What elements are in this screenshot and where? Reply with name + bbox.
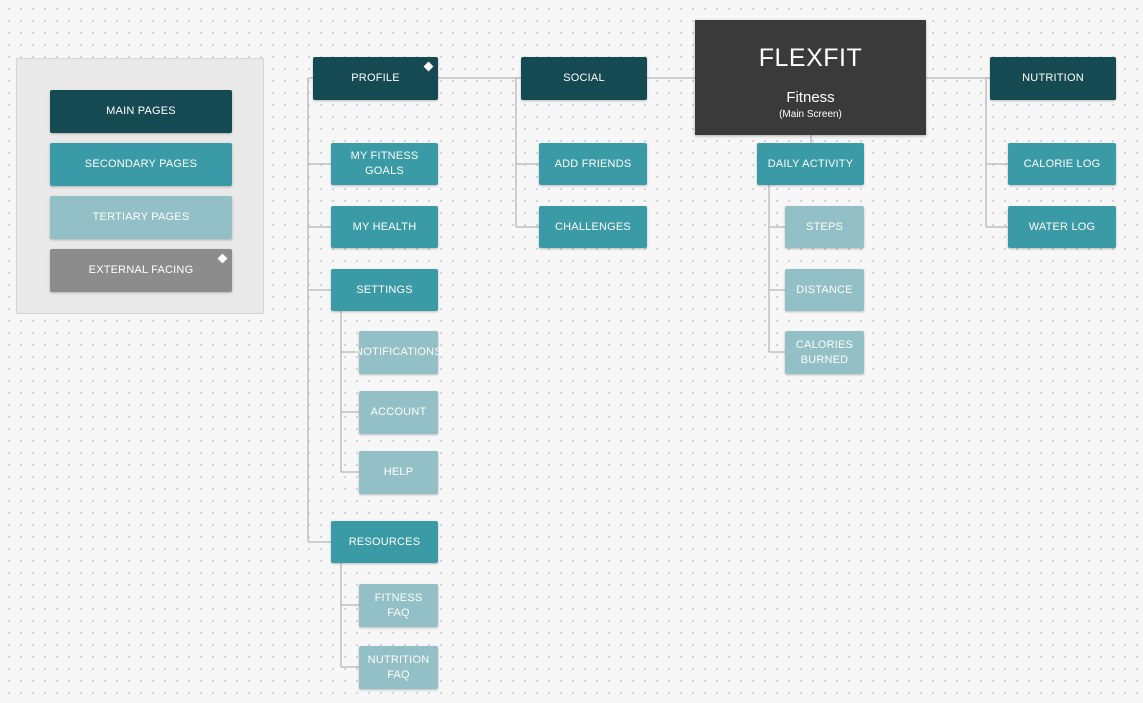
node-water-log[interactable]: WATER LOG xyxy=(1008,206,1116,248)
node-nutrition-faq[interactable]: NUTRITION FAQ xyxy=(359,646,438,689)
root-note: (Main Screen) xyxy=(779,109,842,120)
node-help[interactable]: HELP xyxy=(359,451,438,494)
node-calories-burned[interactable]: CALORIES BURNED xyxy=(785,331,864,374)
node-add-friends[interactable]: ADD FRIENDS xyxy=(539,143,647,185)
node-resources[interactable]: RESOURCES xyxy=(331,521,438,563)
node-distance[interactable]: DISTANCE xyxy=(785,269,864,311)
legend-panel: MAIN PAGES SECONDARY PAGES TERTIARY PAGE… xyxy=(16,58,264,314)
node-social[interactable]: SOCIAL xyxy=(521,57,647,100)
node-account[interactable]: ACCOUNT xyxy=(359,391,438,434)
node-fitness-faq[interactable]: FITNESS FAQ xyxy=(359,584,438,627)
node-profile-label: PROFILE xyxy=(351,72,400,84)
node-steps[interactable]: STEPS xyxy=(785,206,864,248)
legend-external-facing-label: EXTERNAL FACING xyxy=(88,264,194,276)
node-notifications[interactable]: NOTIFICATIONS xyxy=(355,331,442,374)
legend-main-pages: MAIN PAGES xyxy=(50,90,232,133)
root-title: FLEXFIT xyxy=(758,44,863,72)
root-node-flexfit[interactable]: FLEXFIT Fitness (Main Screen) xyxy=(695,20,926,135)
node-nutrition[interactable]: NUTRITION xyxy=(990,57,1116,100)
node-profile[interactable]: PROFILE xyxy=(313,57,438,100)
root-subtitle: Fitness xyxy=(786,89,835,106)
node-my-health[interactable]: MY HEALTH xyxy=(331,206,438,248)
node-daily-activity[interactable]: DAILY ACTIVITY xyxy=(757,143,864,185)
external-diamond-icon xyxy=(217,253,228,264)
node-challenges[interactable]: CHALLENGES xyxy=(539,206,647,248)
node-my-fitness-goals[interactable]: MY FITNESS GOALS xyxy=(331,143,438,185)
legend-secondary-pages: SECONDARY PAGES xyxy=(50,143,232,186)
node-calorie-log[interactable]: CALORIE LOG xyxy=(1008,143,1116,185)
legend-tertiary-pages: TERTIARY PAGES xyxy=(50,196,232,239)
external-diamond-icon xyxy=(423,61,434,72)
legend-external-facing: EXTERNAL FACING xyxy=(50,249,232,292)
node-settings[interactable]: SETTINGS xyxy=(331,269,438,311)
